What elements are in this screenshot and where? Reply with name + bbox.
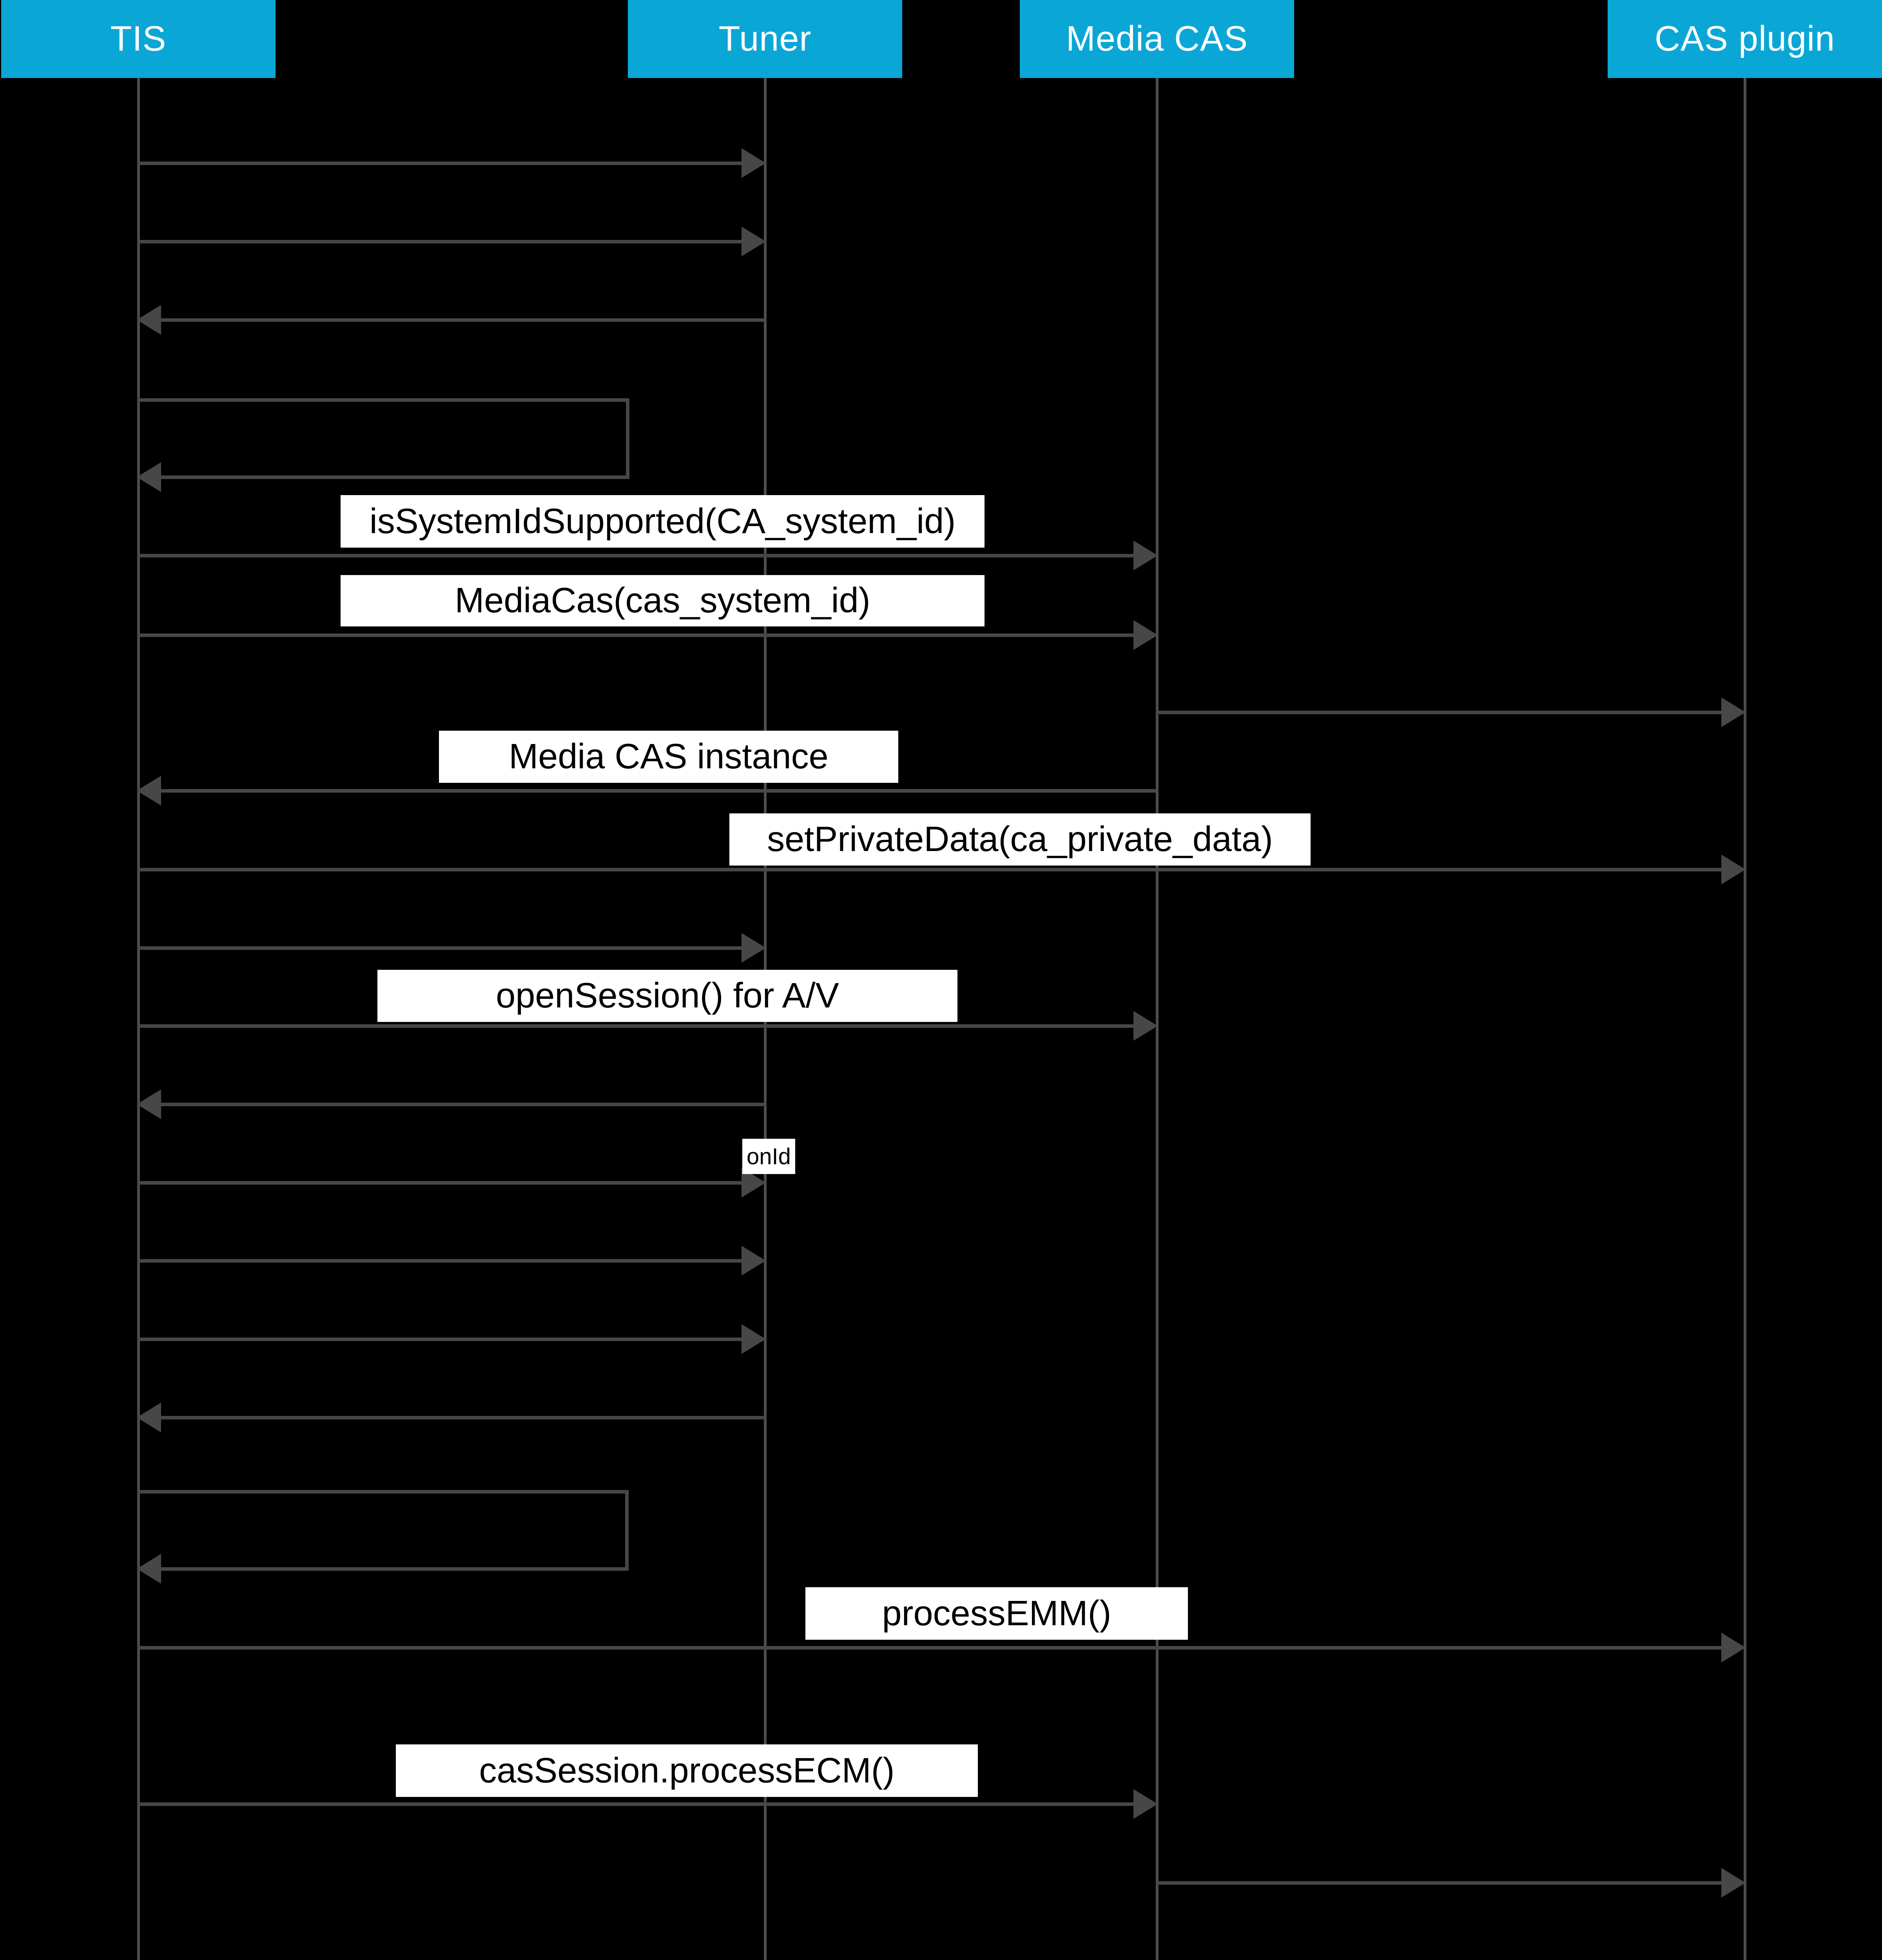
self-message-arrowhead xyxy=(137,1554,161,1584)
participant-header-top-tis: TIS xyxy=(1,0,276,78)
message-arrowhead xyxy=(742,1246,766,1276)
lifeline-cas-plugin xyxy=(1744,78,1746,1960)
message-arrow-line xyxy=(138,946,746,950)
message-arrowhead xyxy=(1133,541,1158,570)
self-message-bottom xyxy=(159,1567,629,1571)
message-arrowhead xyxy=(137,1089,161,1119)
message-label: onId xyxy=(742,1139,795,1174)
message-arrowhead xyxy=(1721,855,1746,884)
lifeline-tis xyxy=(137,78,140,1960)
self-message-side xyxy=(626,398,629,479)
message-arrow-line xyxy=(138,1337,746,1341)
participant-header-top-media-cas: Media CAS xyxy=(1020,0,1294,78)
self-message-top xyxy=(138,398,629,402)
participant-header-top-tuner: Tuner xyxy=(628,0,902,78)
message-arrow-line xyxy=(138,1181,746,1185)
message-arrowhead xyxy=(1721,1633,1746,1662)
message-arrowhead xyxy=(1133,1011,1158,1041)
message-arrow-line xyxy=(138,1024,1138,1028)
message-arrow-line xyxy=(138,1259,746,1263)
message-arrow-line xyxy=(1157,1881,1726,1885)
message-label: Media CAS instance xyxy=(439,731,898,783)
message-arrow-line xyxy=(138,867,1726,871)
self-message-arrowhead xyxy=(137,462,161,492)
self-message-side xyxy=(625,1490,629,1571)
message-arrow-line xyxy=(138,1802,1138,1806)
message-label: MediaCas(cas_system_id) xyxy=(341,575,985,626)
self-message-bottom xyxy=(159,475,629,479)
message-arrowhead xyxy=(137,1403,161,1432)
message-label: setPrivateData(ca_private_data) xyxy=(729,813,1311,866)
message-arrow-line xyxy=(138,1646,1726,1650)
message-arrow-line xyxy=(138,554,1138,557)
participant-header-top-cas-plugin: CAS plugin xyxy=(1608,0,1882,78)
message-arrow-line xyxy=(138,633,1138,637)
message-arrow-line xyxy=(138,240,746,243)
message-arrowhead xyxy=(742,1324,766,1354)
self-message-top xyxy=(138,1490,629,1494)
message-arrowhead xyxy=(137,776,161,806)
message-arrowhead xyxy=(1721,1868,1746,1898)
message-arrow-line xyxy=(157,789,1157,793)
message-arrowhead xyxy=(1721,697,1746,727)
message-label: processEMM() xyxy=(805,1587,1188,1640)
message-arrow-line xyxy=(1157,710,1726,714)
message-arrow-line xyxy=(138,161,746,165)
message-arrow-line xyxy=(157,1416,765,1419)
message-arrow-line xyxy=(157,318,765,322)
message-label: isSystemIdSupported(CA_system_id) xyxy=(341,495,985,548)
message-label: openSession() for A/V xyxy=(377,970,957,1022)
message-arrowhead xyxy=(742,933,766,963)
message-arrowhead xyxy=(742,227,766,256)
message-arrowhead xyxy=(1133,620,1158,650)
message-arrowhead xyxy=(137,305,161,335)
message-arrowhead xyxy=(742,148,766,178)
message-arrow-line xyxy=(157,1102,765,1106)
message-arrowhead xyxy=(1133,1789,1158,1819)
message-label: casSession.processECM() xyxy=(396,1744,978,1797)
